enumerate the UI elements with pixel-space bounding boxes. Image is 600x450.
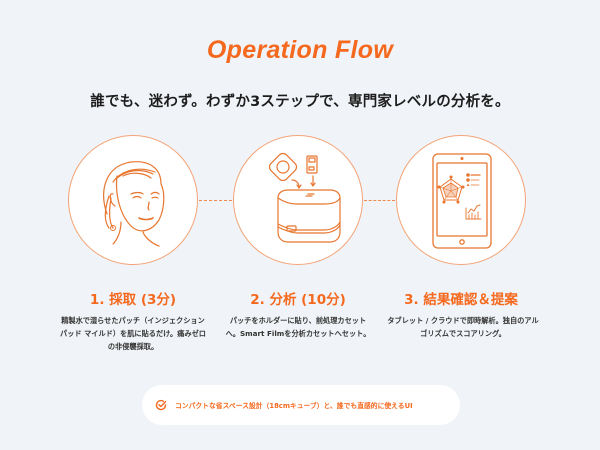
analyzer-device-icon <box>268 152 341 243</box>
connector-dash-1 <box>199 200 232 201</box>
page-title: Operation Flow <box>206 36 394 64</box>
feature-callout: コンパクトな省スペース設計（18cmキューブ）と、誰でも直感的に使えるUI <box>142 385 460 425</box>
step-1-illustration <box>68 135 198 265</box>
step-3-illustration <box>396 135 526 265</box>
step-3-title: 3. 結果確認＆提案 <box>404 292 518 308</box>
step-2-title: 2. 分析 (10分) <box>250 292 346 308</box>
face-patch-icon <box>103 161 165 247</box>
step-1-title: 1. 採取 (3分) <box>89 292 177 308</box>
step-2-description: パッチをホルダーに貼り、前処理カセットへ。Smart Filmを分析カセットへセ… <box>225 316 371 338</box>
tablet-radar-chart-icon <box>432 153 492 249</box>
connector-dash-2 <box>364 200 395 201</box>
step-1-description: 精製水で湿らせたパッチ（インジェクションパッド マイルド）を肌に貼るだけ。痛みゼ… <box>60 316 206 351</box>
feature-callout-text: コンパクトな省スペース設計（18cmキューブ）と、誰でも直感的に使えるUI <box>175 402 413 410</box>
page-subtitle: 誰でも、迷わず。わずか3ステップで、専門家レベルの分析を。 <box>90 94 510 110</box>
step-2-illustration <box>233 135 363 265</box>
step-3-description: タブレット / クラウドで即時解析。独自のアルゴリズムでスコアリング。 <box>387 316 539 338</box>
check-circle-icon <box>155 399 167 411</box>
